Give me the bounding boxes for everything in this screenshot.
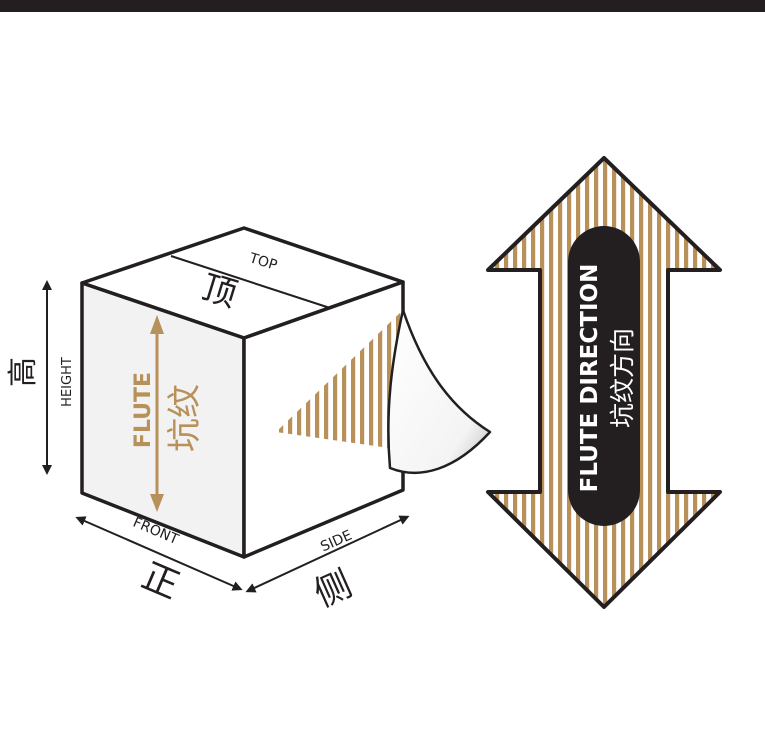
top-face-divider — [170, 255, 331, 309]
flute-label-en: FLUTE — [131, 372, 156, 448]
corrugated-box: FLUTE 坑纹 TOP 顶 — [80, 226, 492, 559]
height-label-zh: 高 — [6, 357, 41, 387]
peeled-flap — [387, 308, 492, 475]
height-dimension: 高 HEIGHT — [6, 280, 75, 475]
flute-direction-arrow: FLUTE DIRECTION 坑纹方向 — [486, 156, 722, 609]
exposed-flute-triangle — [276, 310, 403, 450]
flute-label-zh: 坑纹 — [165, 384, 205, 452]
side-label-en: SIDE — [318, 527, 354, 555]
flute-direction-pill — [568, 226, 640, 526]
front-label-zh: 正 — [136, 556, 185, 608]
top-border-bar — [0, 0, 765, 12]
side-arrow — [245, 515, 410, 593]
flute-arrow-head-bottom — [150, 494, 164, 512]
flute-direction-label-en: FLUTE DIRECTION — [577, 264, 603, 493]
flute-direction-label-zh: 坑纹方向 — [608, 328, 637, 428]
flute-arrow-head-top — [150, 315, 164, 334]
front-arrow — [75, 516, 243, 591]
side-label-zh: 侧 — [309, 563, 359, 615]
height-label-en: HEIGHT — [60, 357, 75, 407]
